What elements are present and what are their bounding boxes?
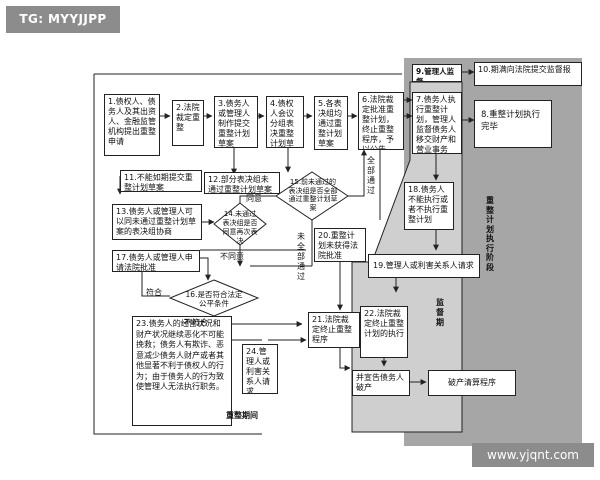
node-23-conditions: 23.债务人的经营状况和财产状况继续恶化不可能挽救；债务人有欺诈、恶意减少债务人… — [132, 316, 232, 426]
decision-14-diamond — [213, 202, 267, 246]
node-10-supervision-report: 10.期满向法院提交监督报 — [474, 62, 582, 86]
label-execution-phase: 重整计划执行阶段 — [486, 196, 494, 272]
node-11-fail-submit: 11.不能如期提交重整计划草案 — [120, 170, 202, 192]
node-13-negotiate: 13.债务人或管理人可以同未通过重整计划草案的表决组协商 — [112, 204, 202, 240]
node-21-terminate-reorg: 21.法院裁定终止重整程序 — [308, 312, 360, 348]
node-4-creditor-vote: 4.债权人会议分组表决重整计划草案 — [266, 96, 304, 148]
node-20-plan-not-approved: 20.重整计划未获得法院批准 — [314, 228, 366, 262]
node-22-terminate-execution: 22.法院裁定终止重整计划的执行 — [360, 306, 408, 358]
label-supervision-period: 监督期 — [436, 298, 444, 327]
node-25-declare-bankruptcy: 并宣告债务人破产 — [352, 370, 410, 396]
decision-14-text: 14.未通过表决组是否同意再次表决 — [222, 210, 258, 245]
node-2-court-ruling: 2.法院裁定重整 — [172, 100, 204, 146]
decision-16-text: 16.是否符合法定公平条件 — [185, 290, 243, 308]
watermark-top: TG: MYYJJPP — [6, 6, 120, 33]
node-17-apply-court: 17.债务人或管理人申请法院批准 — [112, 250, 200, 272]
node-1-application: 1.债权人、债务人及其出资人、金融监管机构提出重整申请 — [104, 94, 160, 156]
label-reorg-period: 重整期间 — [226, 411, 258, 420]
node-24-party-request: 24.管理人或利害关系人请求 — [242, 344, 278, 394]
label-disagree: 不同意 — [220, 252, 244, 261]
node-18-cannot-execute: 18.债务人不能执行或者不执行重整计划 — [404, 182, 454, 230]
node-12-partial-fail: 12.部分表决组未通过重整计划草案 — [204, 172, 280, 194]
label-all-pass: 全部通过 — [367, 156, 375, 195]
node-8-plan-completed: 8.重整计划执行完毕 — [474, 100, 552, 148]
watermark-bottom: www.yjqnt.com — [472, 443, 594, 467]
label-comply: 符合 — [146, 288, 162, 297]
label-not-all-pass: 未全部通过 — [297, 232, 305, 281]
node-5-all-groups-pass: 5.各表决组均通过重整计划草案 — [314, 96, 348, 150]
node-6-court-approval: 6.法院裁定批准重整计划，终止重整程序，予以公告 — [358, 92, 404, 150]
node-7-execute-plan: 7.债务人执行重整计划，管理人监督债务人移交财产和营业事务 — [412, 92, 462, 154]
node-9-administrator-supervision: 9.管理人监督 — [412, 64, 462, 82]
decision-15-text: 15.前未通过的表决组是否全部通过重整计划草案 — [288, 178, 338, 212]
node-3-draft-plan: 3.债务人或管理人制作提交重整计划草案 — [214, 96, 258, 148]
label-agree: 同意 — [246, 194, 262, 203]
decision-15-diamond — [275, 171, 349, 221]
node-26-liquidation: 破产清算程序 — [428, 370, 516, 396]
node-19-party-request: 19.管理人或利害关系人请求 — [368, 254, 480, 278]
label-not-comply: 不符合 — [184, 318, 208, 327]
